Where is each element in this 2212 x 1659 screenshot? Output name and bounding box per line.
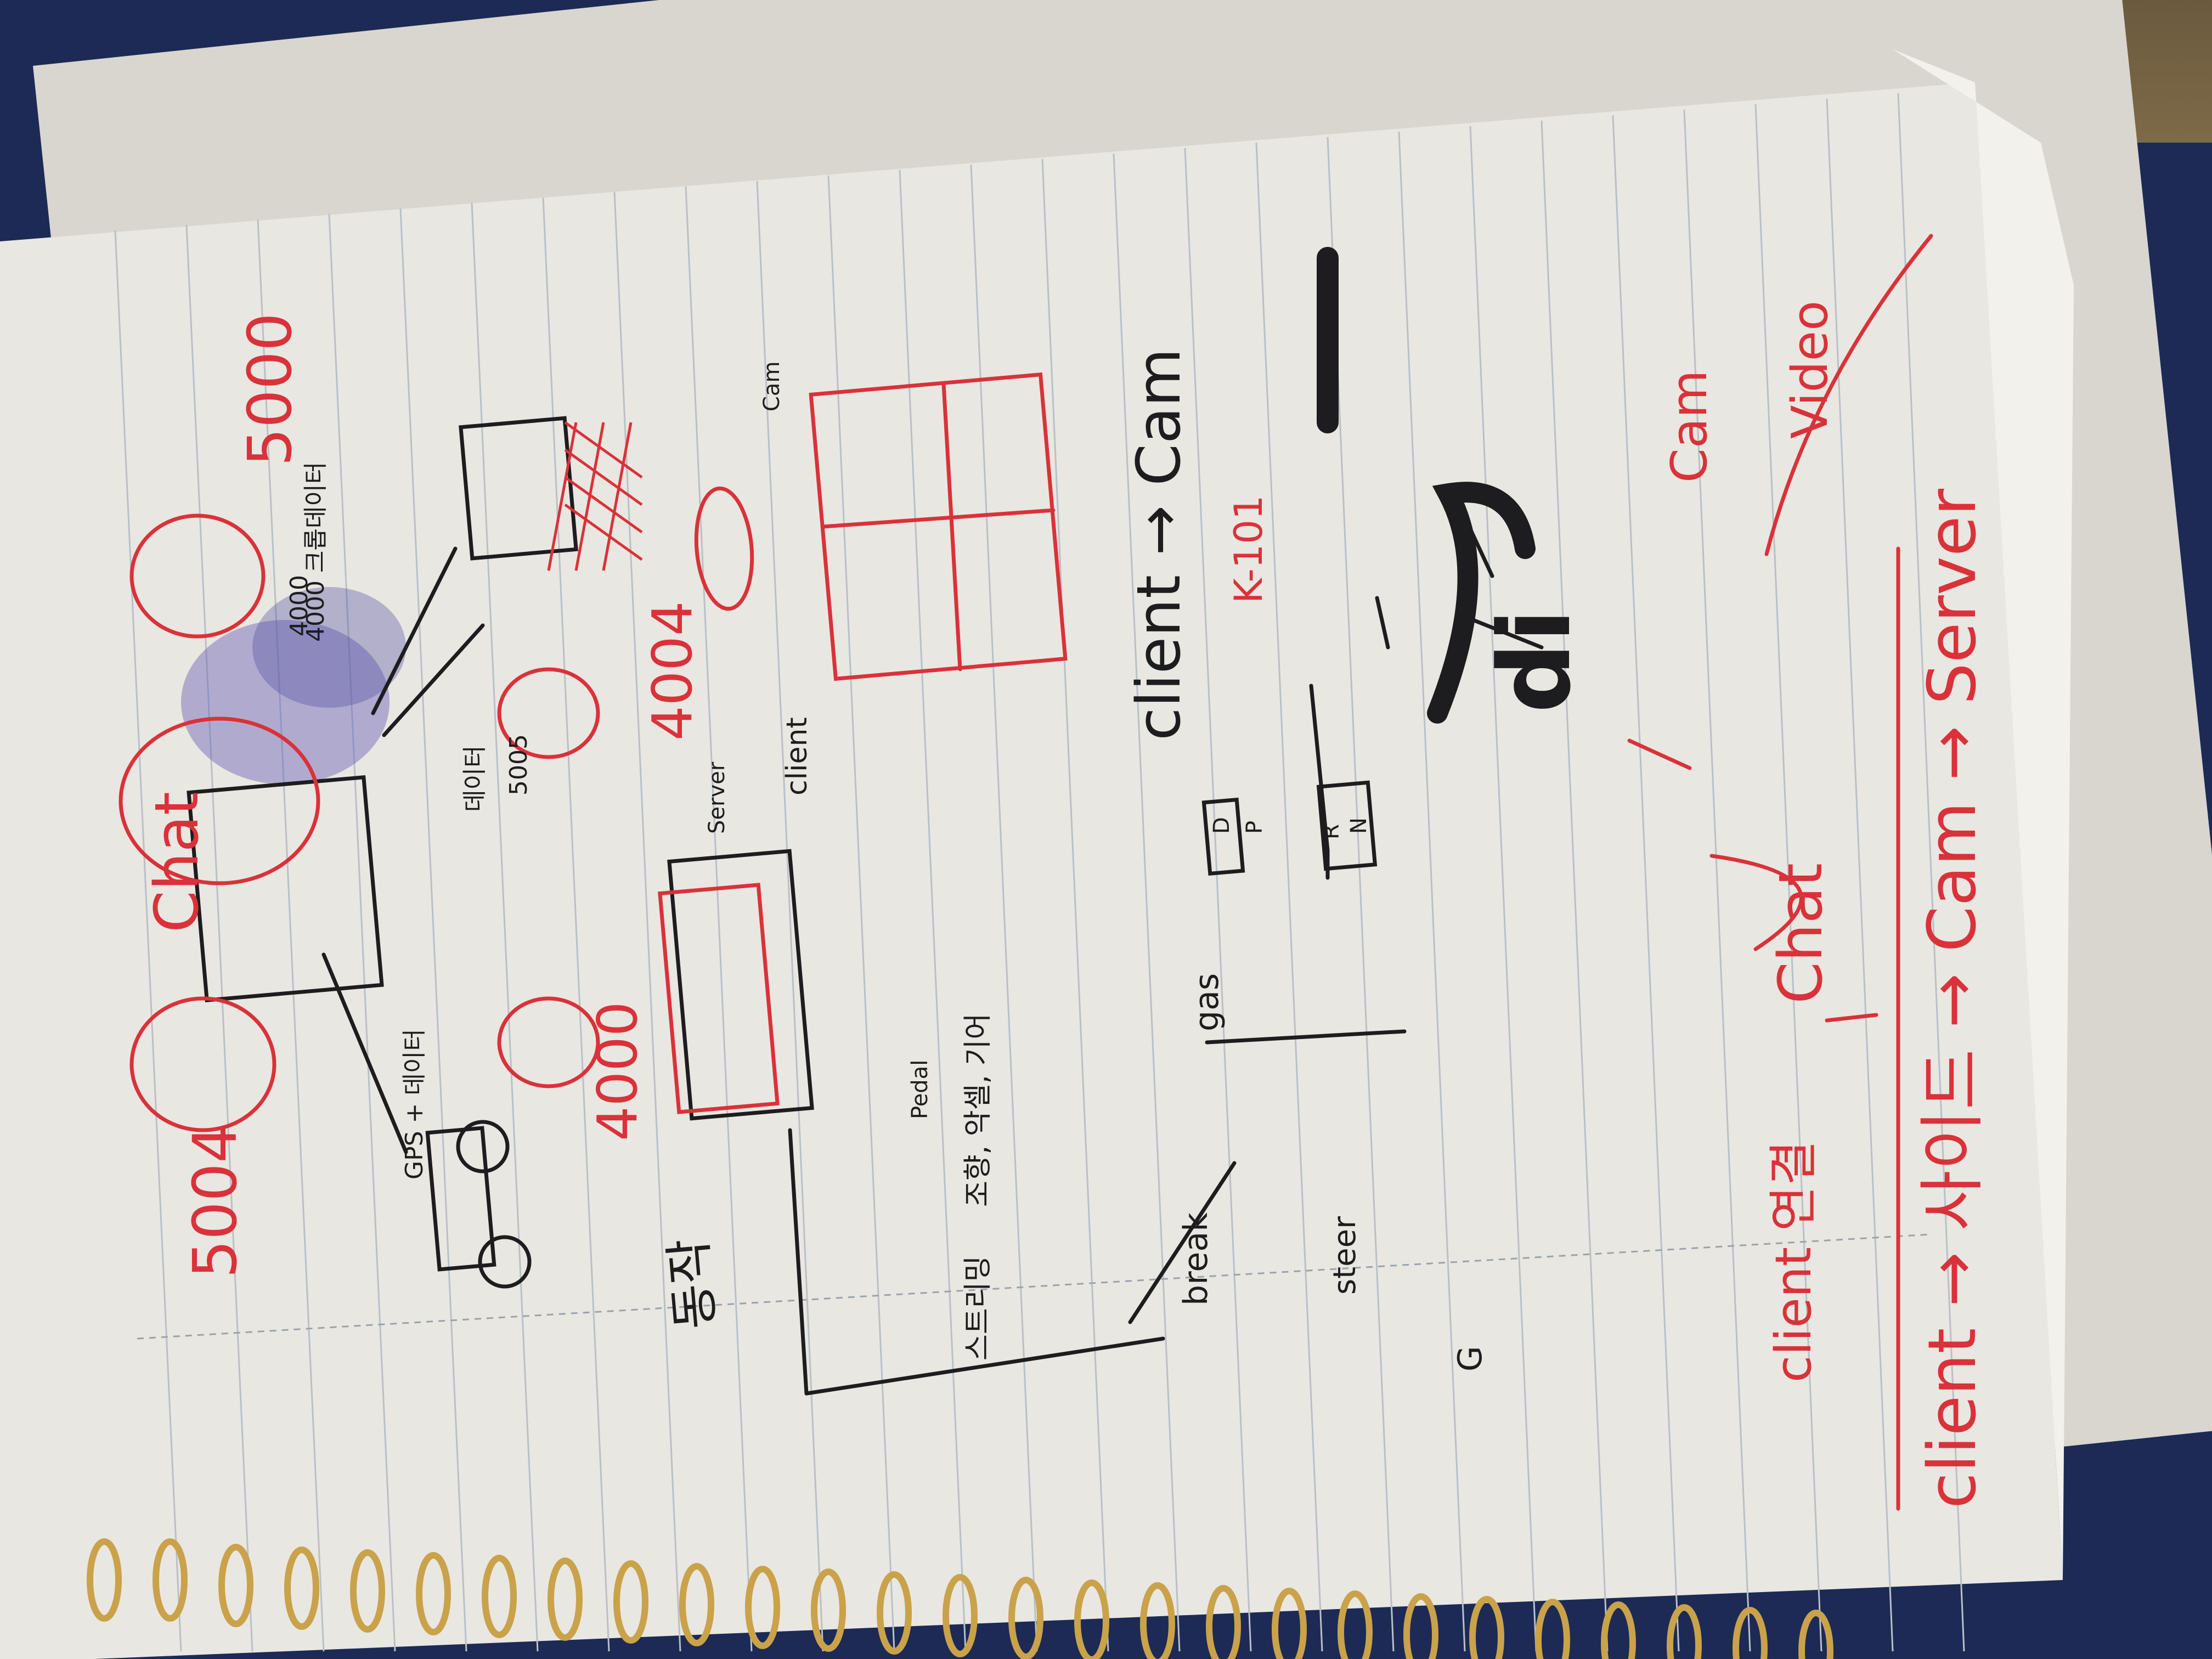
label-4000-black: 4000 xyxy=(285,575,313,636)
label-client-bottom: client → 사이드 → Cam → Server xyxy=(1915,488,1991,1509)
red-labels: Chat 5004 5000 4000 4004 K-101 Chat clie… xyxy=(142,301,1991,1509)
label-steering: 조향, 악셀, 기어 xyxy=(962,1013,995,1207)
black-sketches xyxy=(187,247,1544,1396)
red-sketches xyxy=(119,234,1933,1511)
black-scribble: di xyxy=(1427,482,1593,724)
label-data: 데이터 xyxy=(461,746,489,812)
label-streaming: 스트리밍 xyxy=(962,1256,995,1361)
label-5000: 5000 xyxy=(235,313,305,466)
label-pedal: Pedal xyxy=(907,1060,933,1119)
label-4000-crop: 4000 크롭데이터 xyxy=(302,462,330,642)
paper-sheet xyxy=(0,82,2063,1659)
black-labels: 동작 4000 크롭데이터 GPS + 데이터 데이터 5005 Server … xyxy=(285,348,1489,1372)
label-gps-data: GPS + 데이터 xyxy=(400,1029,428,1180)
ink-blot xyxy=(181,587,406,785)
label-4000-red: 4000 xyxy=(585,1002,650,1142)
label-chat-big: Chat xyxy=(1765,863,1836,1004)
label-client-arrow: client xyxy=(781,717,814,795)
label-client-red: client 연결 xyxy=(1765,1141,1822,1383)
label-5005: 5005 xyxy=(505,734,533,795)
label-g: G xyxy=(1451,1346,1489,1372)
label-steer: steer xyxy=(1327,1216,1363,1295)
spiral-rings xyxy=(87,1538,1833,1659)
label-d: D xyxy=(1209,817,1234,834)
label-k101: K-101 xyxy=(1226,495,1271,603)
label-video: Video xyxy=(1781,301,1839,439)
svg-text:di: di xyxy=(1478,608,1593,713)
ruled-lines xyxy=(114,93,1965,1652)
folded-corner xyxy=(1893,49,2074,1580)
heading-text: 동작 xyxy=(660,1236,725,1331)
label-server: Server xyxy=(704,761,730,834)
label-r: R xyxy=(1319,824,1344,839)
label-client-cam: client → Cam xyxy=(1124,348,1194,741)
label-n: N xyxy=(1346,817,1372,834)
label-cam-right: Cam xyxy=(759,362,785,411)
label-4004: 4004 xyxy=(640,601,704,741)
label-cam-red: Cam xyxy=(1661,370,1718,483)
label-p: P xyxy=(1242,821,1267,834)
label-gas: gas xyxy=(1188,973,1226,1031)
label-5004: 5004 xyxy=(180,1125,250,1278)
label-chat-red: Chat xyxy=(142,792,212,933)
label-break: break xyxy=(1177,1212,1215,1306)
